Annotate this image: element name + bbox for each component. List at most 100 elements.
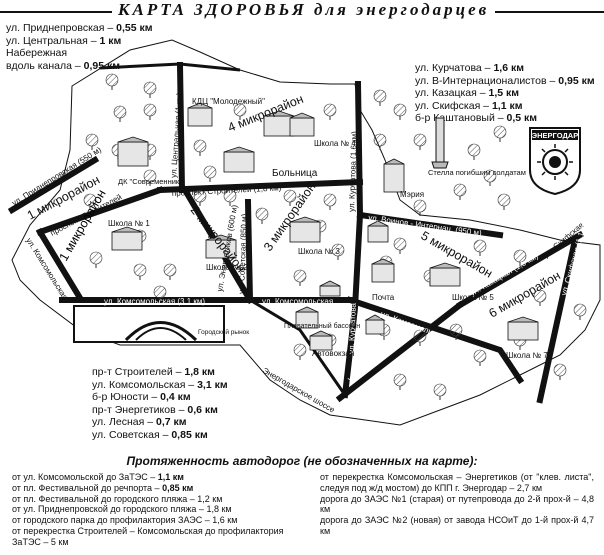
tree-icon	[393, 237, 407, 251]
tree-icon	[255, 207, 269, 221]
legend-top-left-row: ул. Центральная – 1 км	[6, 34, 122, 47]
building-icon	[507, 321, 539, 341]
roads-subheading: Протяженность автодорог (не обозначенных…	[126, 454, 478, 468]
building-icon	[289, 117, 315, 137]
label-school2: Школа № 2	[206, 263, 248, 272]
tree-icon	[393, 373, 407, 387]
tree-icon	[323, 193, 337, 207]
tree-icon	[293, 269, 307, 283]
tree-icon	[323, 103, 337, 117]
building-roof	[383, 158, 405, 165]
tree-icon	[493, 125, 507, 139]
label-komsomolskaya-mid: ул. Комсомольская	[262, 297, 333, 306]
road-value: 1,8 км	[206, 504, 232, 515]
tree-icon	[85, 133, 99, 147]
road-value: 1,6 км	[212, 515, 238, 526]
road-label: от пл. Фестивальной до речпорта –	[12, 482, 163, 493]
upper-lane	[99, 62, 241, 72]
label-rynok: Городской рынок	[198, 328, 249, 336]
road-value: 1,2 км	[197, 493, 223, 504]
building-icon	[365, 319, 385, 335]
tree-icon	[393, 103, 407, 117]
legend-middle-value: 3,1 км	[197, 378, 228, 391]
tree-icon	[203, 165, 217, 179]
building-roof	[309, 330, 333, 337]
road-item: от перекрестка Строителей – Комсомольска…	[12, 526, 302, 548]
legend-top-right-value: 0,5 км	[506, 112, 538, 124]
legend-top-right-row: б-р Каштановый – 0,5 км	[415, 112, 538, 124]
legend-top-right-label: ул. Скифская	[415, 99, 481, 112]
legend-middle-value: 0,85 км	[171, 428, 208, 441]
legend-middle-row: ул. Лесная – 0,7 км	[92, 416, 187, 428]
label-komsomolskaya-main: ул. Комсомольская (3,1 км)	[104, 297, 205, 306]
tree-icon	[573, 303, 587, 317]
city-emblem: ЭНЕРГОДАР	[528, 126, 582, 196]
legend-top-right-row: ул. В-Интернационалистов – 0,95 км	[415, 74, 595, 87]
legend-middle-value: 0,4 км	[160, 391, 191, 403]
building-roof	[289, 112, 315, 119]
legend-top-right-row: ул. Курчатова – 1,6 км	[415, 62, 524, 74]
legend-top-right-label: ул. Курчатова	[415, 62, 482, 74]
city-map: 1 микрорайон 2 микрорайон 3 микрорайон 4…	[7, 39, 601, 426]
tree-icon	[89, 251, 103, 265]
label-pochta: Почта	[372, 293, 395, 302]
legend-middle-label: пр-т Энергетиков	[92, 403, 176, 416]
legend-top-right-value: 1,6 км	[493, 62, 524, 74]
legend-top-right-value: 1,1 км	[491, 99, 523, 112]
building-roof	[263, 110, 295, 117]
road-label: от ул. Комсомольской до ЗаТЭС –	[12, 472, 158, 482]
legend-top-right-value: 0,95 км	[558, 74, 595, 87]
building-roof	[205, 234, 237, 241]
building-icon	[383, 163, 405, 193]
tree-icon	[373, 133, 387, 147]
label-kurchatova-lower: ул. Курчатова	[347, 302, 358, 354]
building-icon	[187, 107, 213, 127]
road-value: 5 км	[50, 536, 69, 547]
label-stela: Стелла погибшим солдатам	[428, 168, 526, 177]
tree-icon	[449, 323, 463, 337]
road-item: дорога до ЗАЭС №2 (новая) от завода НСОи…	[320, 515, 594, 536]
label-sovetskaya: ул. Советская (850 м)	[237, 213, 249, 294]
road-label: от городского парка до профилактория ЗАЭ…	[12, 515, 213, 526]
legend-middle-row: б-р Юности – 0,4 км	[92, 391, 191, 403]
legend-middle-value: 0,7 км	[155, 416, 187, 428]
label-kdc: КДЦ "Молодежный"	[192, 97, 265, 106]
label-kurchatova-upper: ул. Курчатова (1,6 км)	[347, 131, 359, 212]
legend-top-right-row: ул. Казацкая – 1,5 км	[415, 87, 520, 99]
road-label: от перекрестка Строителей – Комсомольска…	[12, 525, 284, 547]
label-basseyn: Плавательный бассейн	[284, 322, 360, 330]
building-roof	[371, 258, 395, 265]
legend-top-left-row: Набережная	[6, 47, 153, 60]
tree-icon	[467, 143, 481, 157]
market-arch	[124, 321, 198, 342]
road-label: от пл. Фестивальной до городского пляжа …	[12, 493, 198, 504]
legend-middle-label: ул. Советская	[92, 428, 160, 441]
building-icon	[289, 221, 321, 243]
tree-icon	[143, 103, 157, 117]
tree-icon	[373, 89, 387, 103]
tree-icon	[433, 383, 447, 397]
road-item: от перекрестка Комсомольская – Энергетик…	[320, 472, 594, 493]
page-title: КАРТА ЗДОРОВЬЯ для энергодарцев	[112, 0, 496, 22]
road-item: от пл. Фестивальной до речпорта – 0,85 к…	[12, 483, 302, 494]
tree-icon	[453, 183, 467, 197]
label-school1: Школа № 1	[108, 219, 150, 228]
building-icon	[367, 225, 389, 243]
legend-middle-row: пр-т Энергетиков – 0,6 км	[92, 403, 218, 416]
building-roof	[289, 216, 321, 223]
tree-icon	[473, 349, 487, 363]
building-roof	[429, 262, 461, 269]
tree-icon	[413, 199, 427, 213]
legend-middle-value: 1,8 км	[184, 366, 215, 378]
legend-top-left-label: Набережная	[6, 47, 68, 59]
building-roof	[295, 306, 319, 313]
legend-middle-value: 0,6 км	[187, 403, 218, 416]
building-icon	[319, 285, 341, 297]
place-labels: КДЦ "Молодежный" ДК "Современник" Школа …	[108, 97, 548, 360]
building-icon	[429, 267, 461, 287]
legend-top-right-label: б-р Каштановый	[415, 112, 495, 124]
building-roof	[117, 136, 149, 143]
